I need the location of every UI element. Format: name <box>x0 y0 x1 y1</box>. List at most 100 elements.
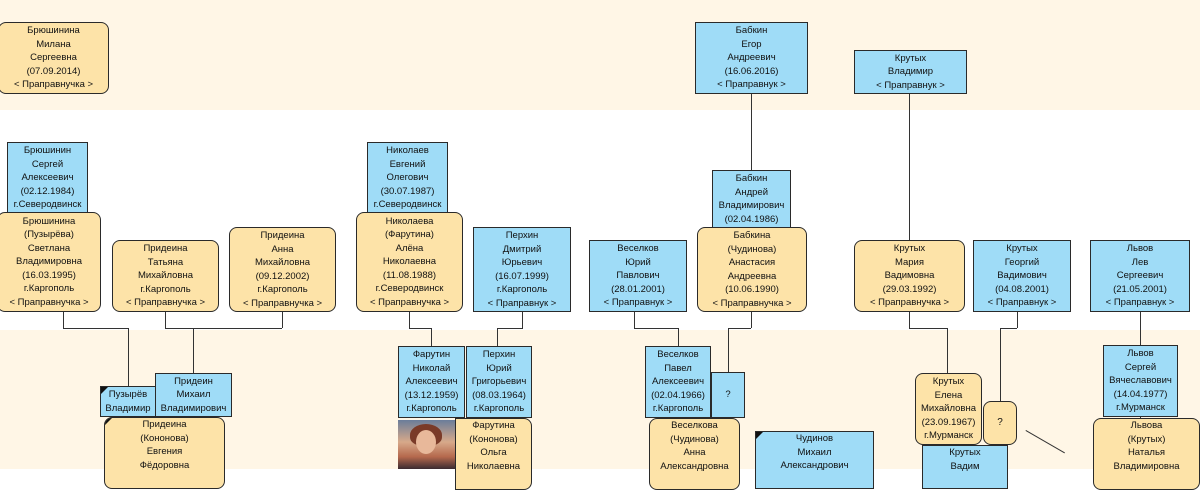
person-city: г.Северодвинск <box>373 199 442 211</box>
person-card-male[interactable]: Крутых Вадим <box>922 445 1008 489</box>
person-patronymic: Вячеславович <box>1109 375 1172 387</box>
person-city: г.Мурманск <box>924 430 973 442</box>
generation-band-top <box>0 0 1200 110</box>
person-surname: Николаев <box>386 145 429 157</box>
person-first-name: Татьяна <box>147 256 184 268</box>
collapsed-branch-marker[interactable] <box>105 418 112 425</box>
person-surname: Бабкин <box>735 25 768 37</box>
person-patronymic: Владимировна <box>16 256 82 268</box>
person-card-male[interactable]: Бабкин Егор Андреевич (16.06.2016) < Пра… <box>695 22 808 94</box>
person-relation: < Праправнучка > <box>369 296 450 308</box>
person-card-male[interactable]: Фарутин Николай Алексеевич (13.12.1959) … <box>398 346 465 418</box>
person-card-male[interactable]: Крутых Владимир < Праправнук > <box>854 50 967 94</box>
person-relation: < Праправнучка > <box>869 297 950 309</box>
person-card-unknown[interactable]: ? <box>983 401 1017 445</box>
connector-line <box>497 328 523 329</box>
person-patronymic: Михайловна <box>921 403 976 415</box>
person-birth-date: (16.07.1999) <box>495 270 549 282</box>
person-card-male[interactable]: Львов Сергей Вячеславович (14.04.1977) г… <box>1103 345 1178 417</box>
person-relation: < Праправнук > <box>987 297 1057 309</box>
person-card-male[interactable]: Перхин Юрий Григорьевич (08.03.1964) г.К… <box>466 346 532 418</box>
person-first-name: Анастасия <box>728 257 776 268</box>
person-surname: Веселков <box>657 349 699 361</box>
connector-line <box>63 328 128 329</box>
connector-line <box>678 328 679 346</box>
person-card-female[interactable]: Придеина Татьяна Михайловна г.Каргополь … <box>112 240 219 312</box>
person-surname: Перхин <box>482 349 516 361</box>
person-card-female[interactable]: Фарутина (Кононова) Ольга Николаевна <box>455 418 532 490</box>
person-surname: Бабкина <box>733 230 771 241</box>
person-card-male[interactable]: Веселков Юрий Павлович (28.01.2001) < Пр… <box>589 240 687 312</box>
connector-line <box>1140 312 1141 345</box>
person-card-male[interactable]: Львов Лев Сергеевич (21.05.2001) < Прапр… <box>1090 240 1190 312</box>
connector-line <box>751 93 752 170</box>
person-patronymic: Сергеевич <box>1116 270 1164 282</box>
person-first-name: Сергей <box>1124 361 1157 373</box>
person-card-female[interactable]: Придеина Анна Михайловна (09.12.2002) г.… <box>229 227 336 312</box>
person-card-female[interactable]: Крутых Мария Вадимовна (29.03.1992) < Пр… <box>854 240 965 312</box>
person-card-male[interactable]: Николаев Евгений Олегович (30.07.1987) г… <box>367 142 448 214</box>
person-maiden-name: (Чудинова) <box>727 243 777 255</box>
person-first-name: Павел <box>664 362 692 374</box>
connector-line <box>497 328 498 346</box>
person-card-unknown[interactable]: ? <box>711 372 745 418</box>
person-first-name: Сергей <box>31 158 64 170</box>
person-birth-date: (16.03.1995) <box>22 269 76 281</box>
connector-line <box>409 312 410 328</box>
person-surname: Крутых <box>932 376 965 388</box>
person-birth-date: (11.08.1988) <box>382 269 437 281</box>
unknown-person-mark: ? <box>997 417 1003 429</box>
person-photo[interactable] <box>398 420 455 469</box>
person-card-female[interactable]: Придеина (Кононова) Евгения Фёдоровна <box>104 417 225 489</box>
person-card-male[interactable]: Перхин Дмитрий Юрьевич (16.07.1999) г.Ка… <box>473 227 571 312</box>
collapsed-branch-marker[interactable] <box>101 387 108 394</box>
person-card-female[interactable]: Бабкина (Чудинова) Анастасия Андреевна (… <box>697 227 807 312</box>
person-card-male[interactable]: Крутых Георгий Вадимович (04.08.2001) < … <box>973 240 1071 312</box>
person-card-male[interactable]: Чудинов Михаил Александрович <box>755 431 874 489</box>
person-surname: Фарутина <box>472 420 515 431</box>
person-card-female[interactable]: Львова (Крутых) Наталья Владимировна <box>1093 418 1200 490</box>
connector-line <box>909 93 910 243</box>
collapsed-branch-marker[interactable] <box>756 432 763 439</box>
person-surname: Львов <box>1126 243 1154 255</box>
person-surname: Фарутин <box>412 349 451 361</box>
person-card-female[interactable]: Брюшинина Милана Сергеевна (07.09.2014) … <box>0 22 109 94</box>
person-surname: Брюшинина <box>27 25 80 37</box>
person-relation: < Праправнук > <box>876 79 945 91</box>
person-surname: Львова <box>1130 420 1163 431</box>
person-first-name: Евгения <box>146 446 183 457</box>
connector-line <box>634 328 678 329</box>
person-card-female[interactable]: Николаева (Фарутина) Алёна Николаевна (1… <box>356 212 463 312</box>
person-first-name: Елена <box>934 389 963 401</box>
person-city: г.Каргополь <box>140 283 191 295</box>
person-birth-date: (07.09.2014) <box>26 65 81 77</box>
photo-face <box>416 430 436 454</box>
person-birth-date: (09.12.2002) <box>255 270 310 282</box>
person-patronymic: Сергеевна <box>30 52 77 64</box>
person-surname: Крутых <box>893 243 926 255</box>
person-patronymic: Александрович <box>780 460 849 471</box>
person-patronymic: Павлович <box>616 270 660 282</box>
connector-line <box>128 328 129 386</box>
person-card-male[interactable]: Бабкин Андрей Владимирович (02.04.1986) <box>712 170 791 228</box>
person-maiden-name: (Фарутина) <box>385 229 434 241</box>
person-card-male[interactable]: Брюшинин Сергей Алексеевич (02.12.1984) … <box>7 142 88 214</box>
person-first-name: Светлана <box>27 242 71 254</box>
person-card-female[interactable]: Веселкова (Чудинова) Анна Александровна <box>649 418 740 490</box>
person-card-male[interactable]: Веселков Павел Алексеевич (02.04.1966) г… <box>645 346 711 418</box>
person-city: г.Северодвинск <box>13 199 82 211</box>
person-card-male[interactable]: Придеин Михаил Владимирович <box>155 373 232 417</box>
person-birth-date: (13.12.1959) <box>404 389 459 401</box>
person-first-name: Дмитрий <box>502 243 542 255</box>
person-card-female[interactable]: Брюшинина (Пузырёва) Светлана Владимиров… <box>0 212 101 312</box>
person-card-male[interactable]: Пузырёв Владимир <box>100 386 156 417</box>
unknown-person-mark: ? <box>725 389 731 401</box>
person-patronymic: Михайловна <box>138 270 193 282</box>
person-card-female[interactable]: Крутых Елена Михайловна (23.09.1967) г.М… <box>915 373 982 445</box>
person-city: г.Каргополь <box>652 403 704 415</box>
person-maiden-name: (Чудинова) <box>670 433 719 445</box>
person-relation: < Праправнук > <box>1105 297 1175 309</box>
person-patronymic: Фёдоровна <box>139 459 190 471</box>
person-relation: < Праправнучка > <box>125 297 206 309</box>
person-birth-date: (30.07.1987) <box>380 185 435 197</box>
